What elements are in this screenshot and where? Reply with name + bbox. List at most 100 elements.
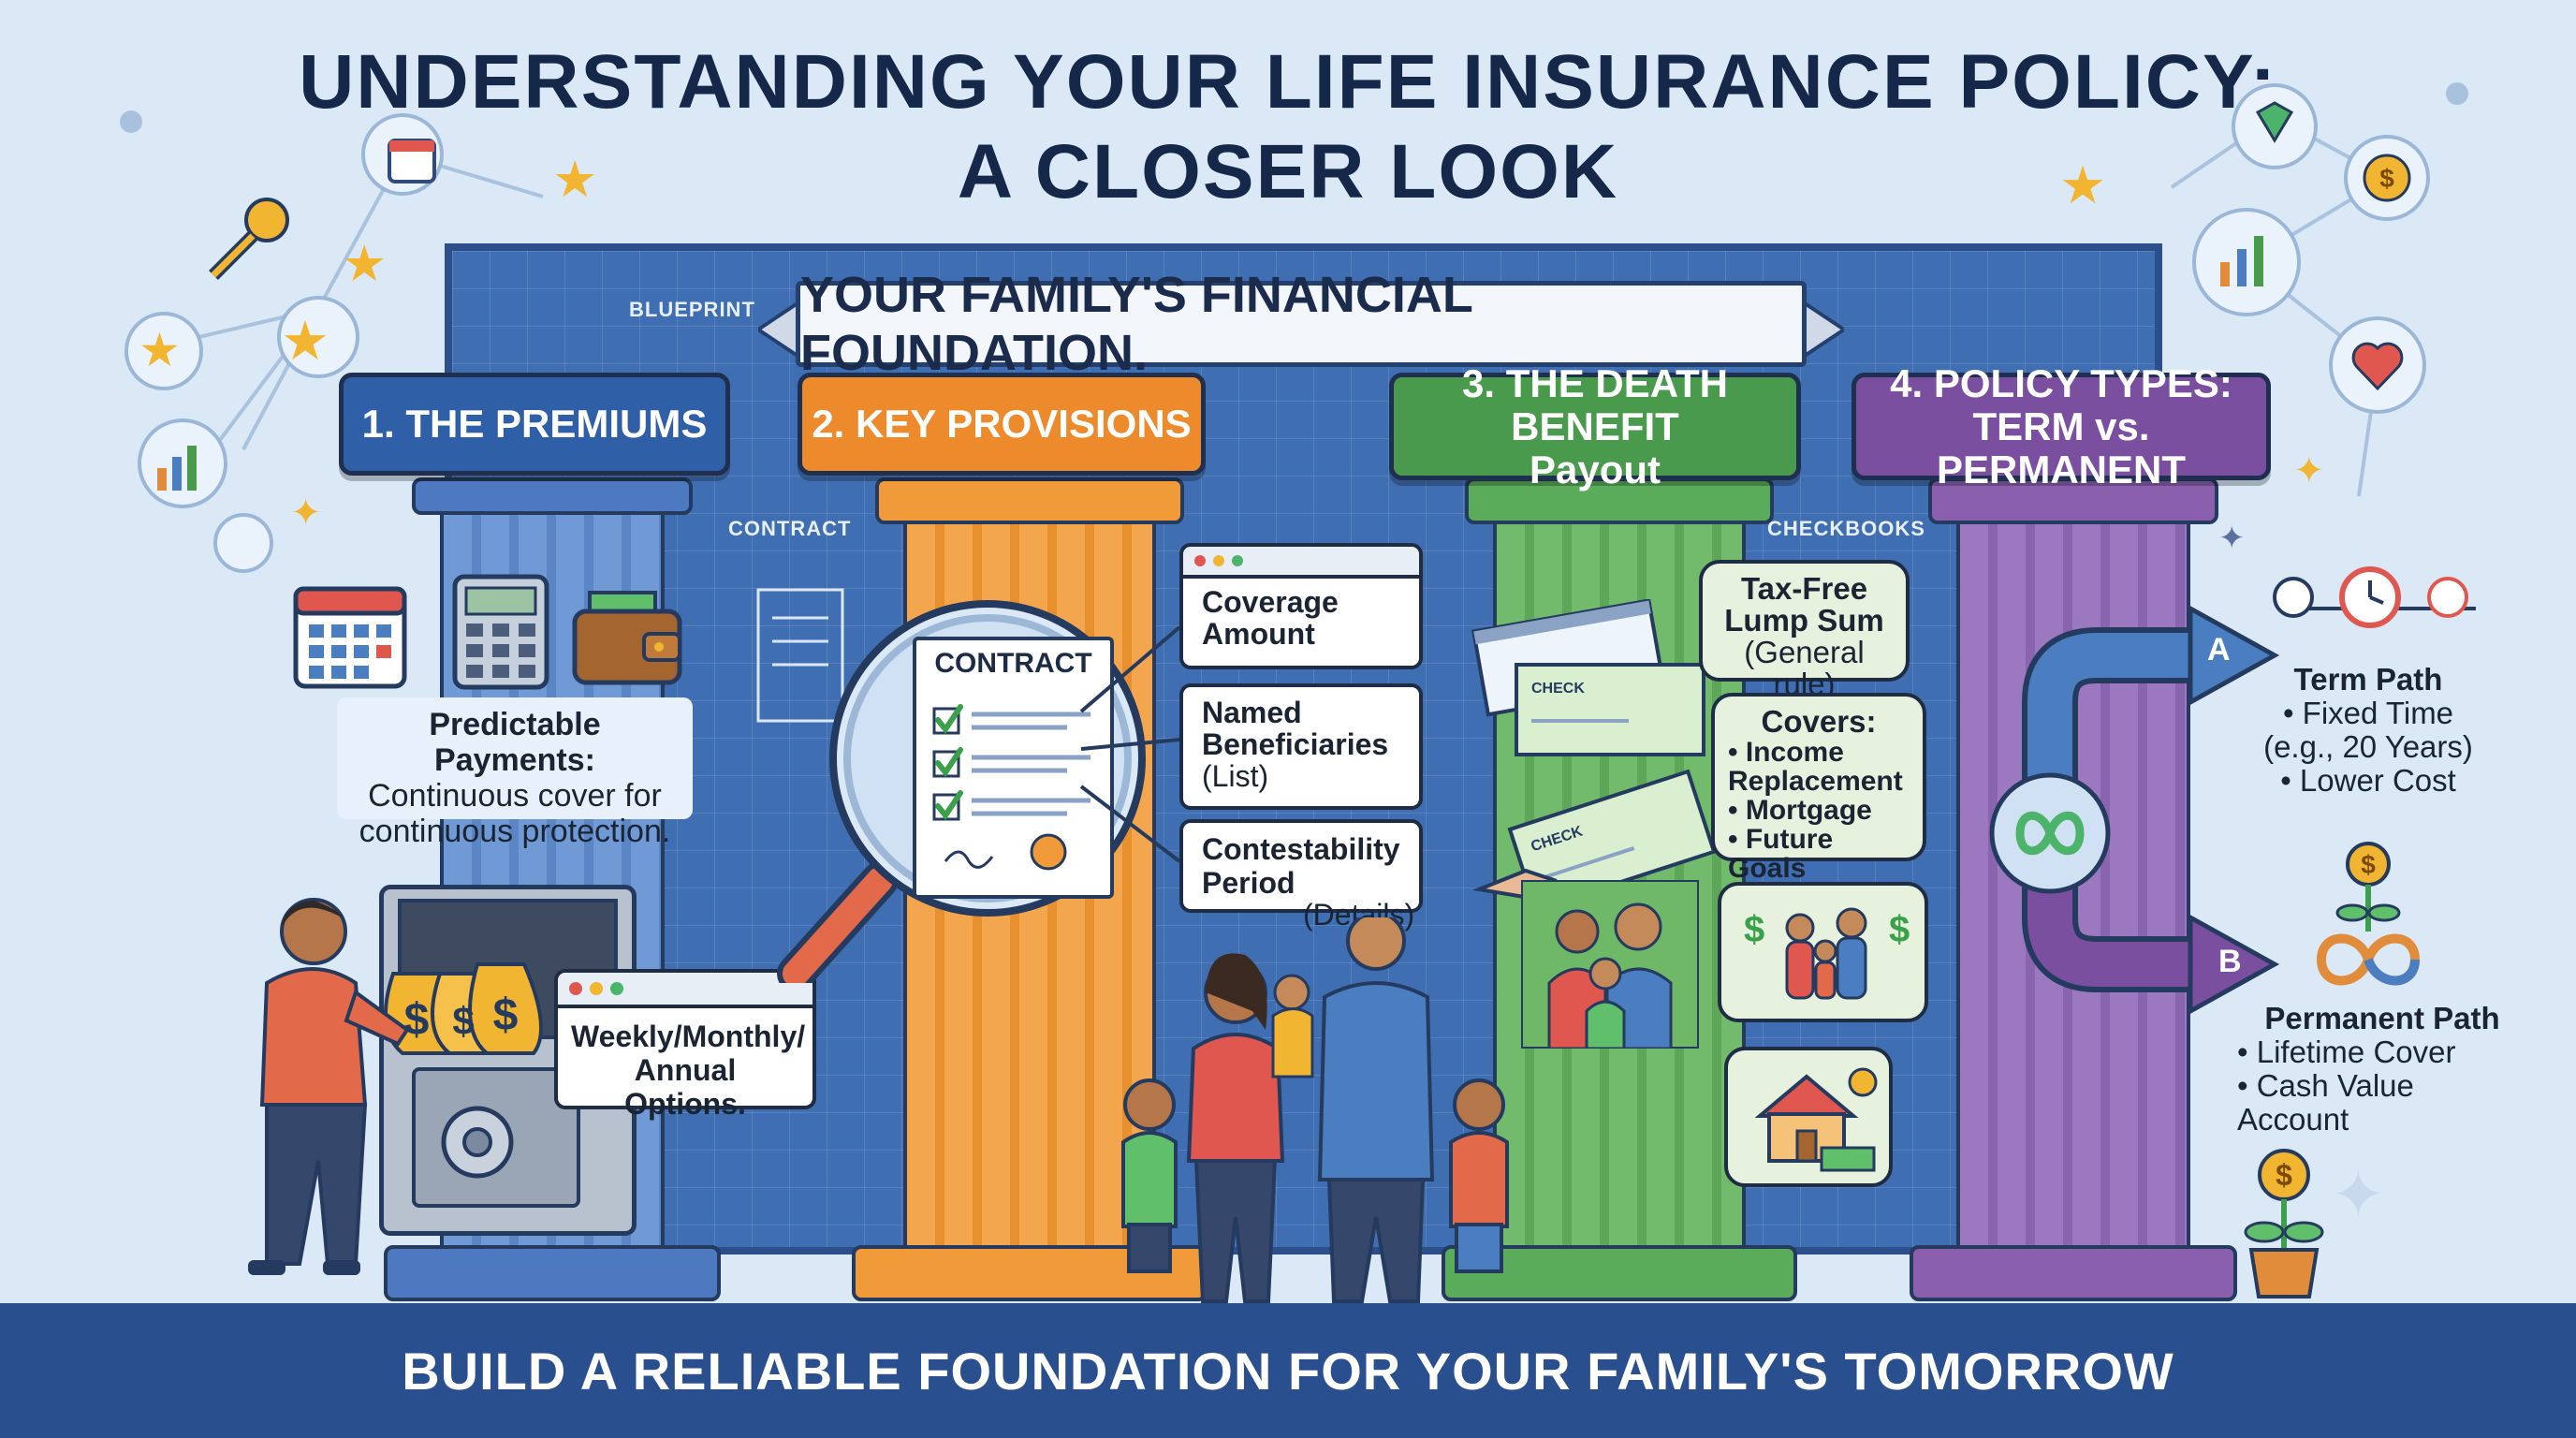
window-max-dot [610,982,623,995]
svg-text:$: $ [1889,909,1910,950]
covers-title: Covers: [1761,704,1877,739]
family-group [1121,917,1509,1303]
lump-sum-title: Tax-Free Lump Sum [1724,571,1884,638]
safe-dial-icon [441,1106,514,1179]
footer-banner: BUILD A RELIABLE FOUNDATION FOR YOUR FAM… [0,1303,2576,1438]
svg-text:$: $ [1744,909,1764,950]
pillar-3-heading: 3. THE DEATH BENEFIT Payout [1389,361,1801,491]
lump-sum-bubble: Tax-Free Lump Sum (General rule) [1699,560,1910,700]
pillar-1-heading: 1. THE PREMIUMS [339,373,730,476]
path-a-label: A [2207,632,2231,668]
calculator-icon [452,574,549,690]
calendar-icon [293,586,407,689]
checkbooks-label: CHECKBOOKS [1767,517,1925,540]
term-path-item: • Lower Cost [2280,763,2456,798]
term-path-title: Term Path [2293,662,2443,697]
window-close-dot [569,982,582,995]
clocks-timeline-icon [2273,566,2476,628]
covers-item-label: Mortgage [1745,795,1872,826]
foundation-banner: YOUR FAMILY'S FINANCIAL FOUNDATION. [796,267,1807,381]
term-path-item: (e.g., 20 Years) [2263,729,2473,764]
family-portrait [1521,880,1699,1049]
window-min-dot [1213,555,1224,566]
svg-text:$: $ [2379,164,2394,193]
document-sketch-icon [756,588,844,723]
key-icon [209,198,289,280]
pillar-3-title: 3. THE DEATH BENEFIT [1462,360,1728,448]
svg-text:$: $ [404,995,430,1045]
permanent-path-item: • Cash Value Account [2237,1068,2414,1137]
star-icon: ★ [552,152,598,208]
window-max-dot [1232,555,1243,566]
window-min-dot [590,982,603,995]
star-icon: ★ [281,311,329,372]
premiums-note-title: Predictable Payments: [429,707,601,778]
pillar-4-title: 4. POLICY TYPES: [1890,360,2232,405]
svg-text:$: $ [493,990,519,1040]
pillar-1-capital [412,477,693,515]
check-label: CHECK [1531,681,1585,697]
wallet-icon [572,591,682,685]
pillar-3-subtitle: Payout [1529,447,1661,492]
contestability-title: Contestability Period [1202,832,1400,900]
covers-item-label: Future Goals [1728,824,1834,884]
safe-door [412,1067,580,1208]
family-icon: $ $ [1744,907,1910,1000]
star-icon: ★ [2059,155,2107,214]
permanent-path-item: • Lifetime Cover [2237,1034,2456,1069]
sparkle-icon: ✦ [2331,1158,2386,1231]
lump-sum-note: (General rule) [1744,635,1865,701]
covers-item-label: Income Replacement [1728,737,1903,797]
covers-item: • Future Goals [1728,824,1834,884]
window-titlebar [558,973,812,1008]
permanent-path-info: Permanent Path • Lifetime Cover • Cash V… [2232,1002,2532,1137]
svg-text:$: $ [2361,850,2376,879]
star-icon: ★ [139,324,181,376]
covers-item: • Mortgage [1728,795,1872,826]
right-decoration-network: $ [2170,82,2468,497]
window-close-dot [1194,555,1206,566]
growth-infinity-icon: $ [2316,842,2421,986]
payment-options-text: Weekly/Monthly/ Annual Options. [571,1020,806,1121]
checks-icon: CHECK CHECK [1471,599,1717,908]
sparkle-icon: ✦ [290,492,322,534]
covers-item: • Income Replacement [1728,737,1903,797]
term-path-item: • Fixed Time [2282,696,2454,730]
payment-options-window: Weekly/Monthly/ Annual Options. [554,969,816,1121]
premiums-note: Predictable Payments: Continuous cover f… [337,697,693,849]
svg-text:$: $ [452,999,474,1043]
pillar-1-base [384,1245,721,1301]
sparkle-icon: ✦ [2293,450,2325,492]
covers-bubble: Covers: • Income Replacement • Mortgage … [1711,693,1926,883]
permanent-path-title: Permanent Path [2264,1001,2500,1035]
pillar-3-capital [1465,477,1774,524]
provision-connector-lines [1079,625,1181,863]
blueprint-label: BLUEPRINT [629,298,755,321]
family-bubble: $ $ [1718,882,1928,1022]
beneficiaries-detail: (List) [1202,759,1269,793]
contract-title: CONTRACT [934,648,1092,679]
bar-chart-icon [157,446,197,491]
star-icon: ★ [342,236,388,292]
money-plant-icon: $ [2244,1149,2324,1299]
window-titlebar [1183,547,1419,579]
path-b-label: B [2218,944,2242,979]
pillar-4-heading: 4. POLICY TYPES: TERM vs. PERMANENT [1852,361,2271,491]
beneficiaries-title: Named Beneficiaries [1202,696,1389,761]
coverage-amount-card: Coverage Amount [1179,543,1423,669]
pillar-4-base [1910,1245,2237,1301]
contract-checklist [932,704,1090,871]
pillar-2-capital [875,477,1184,524]
person-carrying-bags [248,898,410,1275]
sparkle-icon: ✦ [2218,521,2246,556]
pillar-4-subtitle: TERM vs. PERMANENT [1936,404,2186,492]
contestability-card: Contestability Period (Details) [1179,819,1423,930]
page-title: UNDERSTANDING YOUR LIFE INSURANCE POLICY… [299,39,2277,214]
calendar-icon [388,139,436,183]
beneficiaries-card: Named Beneficiaries (List) [1179,683,1423,810]
svg-text:$: $ [2276,1158,2292,1192]
coverage-amount-text: Coverage Amount [1202,585,1339,651]
house-icon [1754,1067,1878,1172]
term-path-info: Term Path • Fixed Time (e.g., 20 Years) … [2256,663,2481,798]
contract-label: CONTRACT [728,517,852,540]
